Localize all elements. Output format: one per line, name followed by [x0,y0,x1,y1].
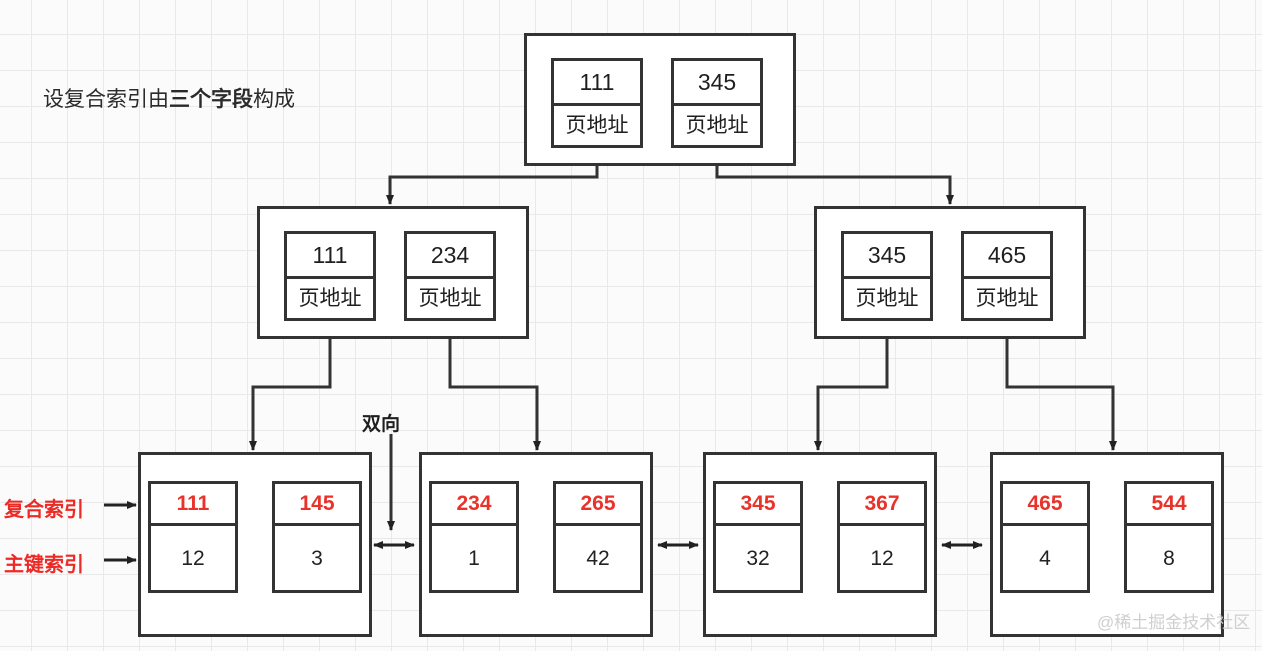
composite-index-label: 复合索引 [4,499,84,521]
leaf-node-3-cell-1: 544 8 [1124,481,1214,593]
leaf-node-3: 465 4 544 8 @稀土掘金技术社区 [990,452,1250,637]
internal-node-1-cell-1-value: 页地址 [975,287,1039,310]
root-cell-0-key: 111 [554,61,640,106]
leaf-node-2-cell-1-value: 12 [870,546,894,570]
leaf-node-3-cell-0-value: 4 [1039,546,1051,570]
leaf-node-3-cell-1-key: 544 [1127,484,1211,526]
leaf-node-2-cell-1: 367 12 [837,481,927,593]
leaf-node-1-cell-0-key: 234 [432,484,516,526]
watermark: @稀土掘金技术社区 [1097,613,1251,632]
leaf-node-1-cell-0: 234 1 [429,481,519,593]
internal-node-0: 111 页地址 234 页地址 [257,206,529,339]
leaf-node-0-cell-1-value: 3 [311,546,323,570]
internal-node-0-cell-0-key: 111 [287,234,373,279]
leaf-node-0-cell-0: 111 12 [148,481,238,593]
leaf-node-1-cell-1: 265 42 [553,481,643,593]
root-cell-0: 111 页地址 [551,58,643,148]
leaf-node-0-cell-1-key: 145 [275,484,359,526]
root-cell-1-value: 页地址 [685,114,749,137]
diagram-title: 设复合索引由三个字段构成 [43,83,295,113]
leaf-node-2-cell-1-key: 367 [840,484,924,526]
root-cell-1-key: 345 [674,61,760,106]
internal-node-1-cell-0-key: 345 [844,234,930,279]
internal-node-0-cell-0: 111 页地址 [284,231,376,321]
title-suffix: 构成 [253,88,295,111]
internal-node-0-cell-1-value: 页地址 [418,287,482,310]
primary-index-label: 主键索引 [4,554,84,576]
leaf-node-3-cell-0-key: 465 [1003,484,1087,526]
internal-node-1-cell-1-key: 465 [964,234,1050,279]
leaf-node-2: 345 32 367 12 [703,452,937,637]
leaf-node-0-cell-0-value: 12 [181,546,205,570]
title-emphasis: 三个字段 [169,88,253,111]
leaf-node-2-cell-0: 345 32 [713,481,803,593]
internal-node-1: 345 页地址 465 页地址 [814,206,1086,339]
leaf-node-0: 111 12 145 3 [138,452,372,637]
title-prefix: 设复合索引由 [43,88,169,111]
leaf-node-1-cell-1-key: 265 [556,484,640,526]
leaf-node-3-cell-1-value: 8 [1163,546,1175,570]
root-cell-0-value: 页地址 [565,114,629,137]
internal-node-0-cell-0-value: 页地址 [298,287,362,310]
internal-node-1-cell-0: 345 页地址 [841,231,933,321]
leaf-node-2-cell-0-key: 345 [716,484,800,526]
leaf-node-1: 234 1 265 42 [419,452,653,637]
leaf-node-3-cell-0: 465 4 [1000,481,1090,593]
leaf-node-2-cell-0-value: 32 [746,546,770,570]
root-node: 111 页地址 345 页地址 [524,33,796,166]
leaf-node-1-cell-0-value: 1 [468,546,480,570]
bidirectional-label: 双向 [362,414,401,435]
internal-node-0-cell-1: 234 页地址 [404,231,496,321]
internal-node-1-cell-1: 465 页地址 [961,231,1053,321]
root-cell-1: 345 页地址 [671,58,763,148]
internal-node-0-cell-1-key: 234 [407,234,493,279]
leaf-node-0-cell-0-key: 111 [151,484,235,526]
leaf-node-1-cell-1-value: 42 [586,546,610,570]
leaf-node-0-cell-1: 145 3 [272,481,362,593]
internal-node-1-cell-0-value: 页地址 [855,287,919,310]
